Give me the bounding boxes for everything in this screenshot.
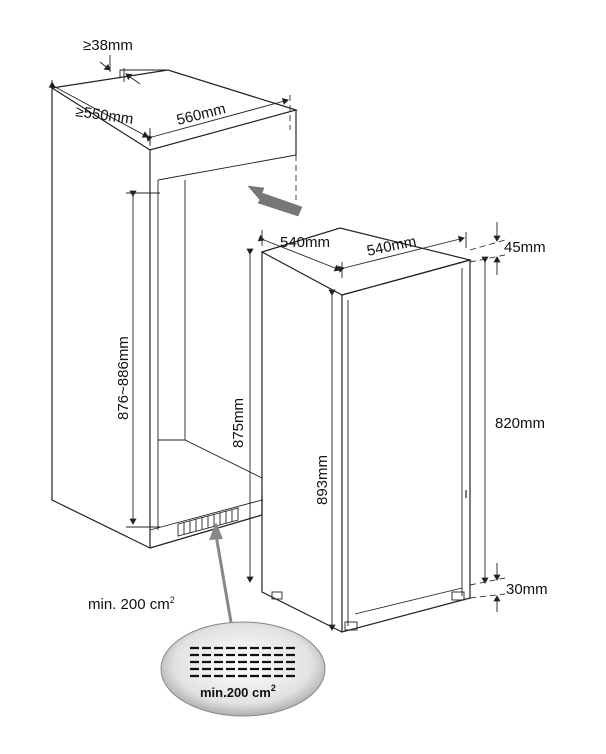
appliance-front-face bbox=[341, 259, 471, 633]
vent-detail-callout: min.200 cm2 bbox=[160, 621, 326, 717]
vent-detail-grille bbox=[190, 646, 296, 678]
appliance bbox=[260, 227, 473, 633]
appliance-left-side bbox=[261, 252, 343, 633]
appliance-side-height-label: 875mm bbox=[230, 398, 247, 448]
vent-detail-label: min.200 cm2 bbox=[200, 683, 276, 700]
dim-niche-width: 560mm bbox=[145, 97, 289, 142]
dim-appliance-depth: 540mm bbox=[257, 230, 343, 278]
niche-inner-floor bbox=[158, 439, 263, 479]
dim-appliance-side-height: 875mm bbox=[230, 248, 254, 583]
appliance-foot bbox=[344, 621, 358, 631]
dim-niche-height: 876~886mm bbox=[115, 190, 160, 528]
gap-top-label: ≥38mm bbox=[83, 37, 133, 54]
niche-opening-top bbox=[157, 154, 297, 181]
ventilation-label: min. 200 cm2 bbox=[88, 595, 175, 613]
appliance-bottom-gap-label: 30mm bbox=[506, 581, 548, 598]
vent-grille bbox=[177, 507, 239, 537]
dim-appliance-right: 45mm 820mm 30mm bbox=[469, 222, 548, 612]
niche-width-label: 560mm bbox=[175, 100, 228, 129]
appliance-foot bbox=[451, 591, 465, 601]
arrow-icon bbox=[247, 185, 303, 217]
niche-top-notch bbox=[119, 69, 168, 77]
appliance-top-gap-label: 45mm bbox=[504, 239, 546, 256]
appliance-foot bbox=[271, 591, 283, 600]
dim-appliance-total-height: 893mm bbox=[314, 289, 336, 631]
niche-depth-label: ≥550mm bbox=[74, 103, 134, 128]
appliance-base-line bbox=[354, 587, 463, 615]
dim-gap-top: ≥38mm bbox=[83, 37, 141, 85]
niche-cabinet bbox=[50, 69, 299, 549]
niche-plinth bbox=[149, 495, 263, 549]
niche-height-label: 876~886mm bbox=[115, 336, 132, 420]
niche-plinth-top bbox=[149, 499, 263, 531]
appliance-total-height-label: 893mm bbox=[314, 455, 331, 505]
dim-niche-depth: ≥550mm bbox=[48, 80, 151, 145]
niche-left-side bbox=[51, 88, 151, 549]
dim-appliance-width: 540mm bbox=[337, 232, 467, 273]
appliance-body-height-label: 820mm bbox=[495, 415, 545, 432]
appliance-depth-label: 540mm bbox=[280, 234, 330, 251]
